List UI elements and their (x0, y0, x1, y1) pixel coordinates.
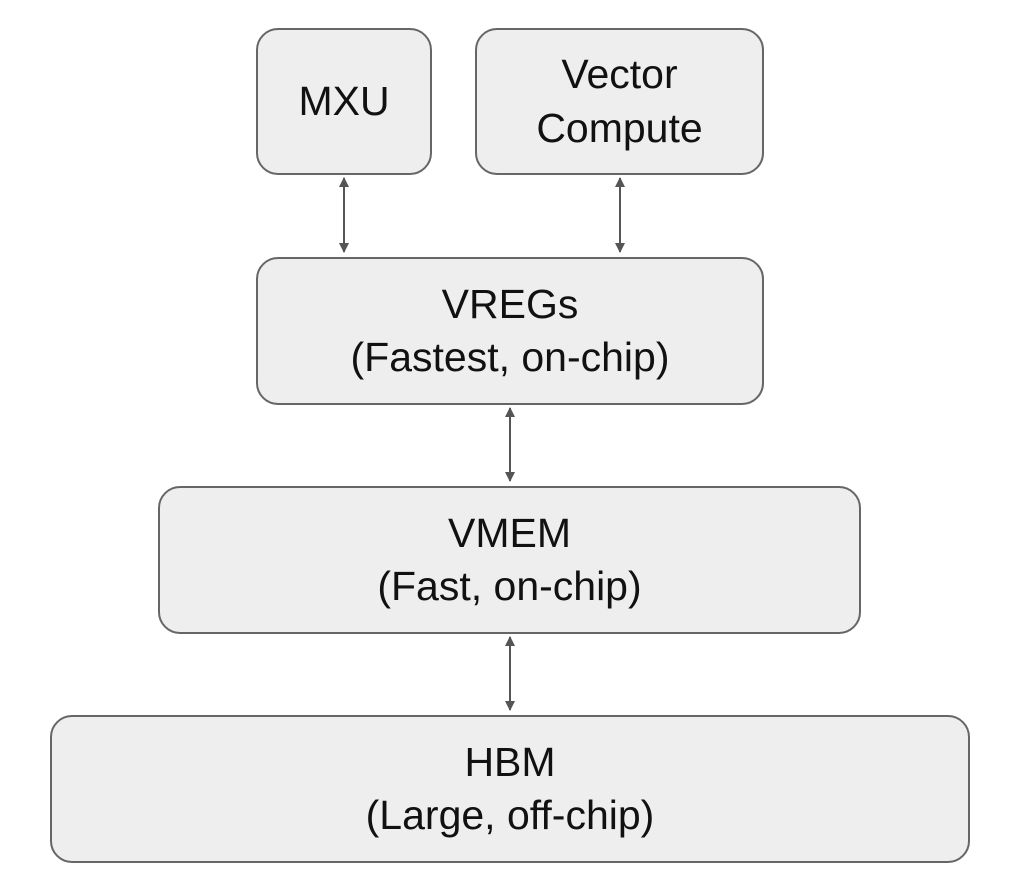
mxu-node: MXU (256, 28, 432, 175)
vregs-node: VREGs (Fastest, on-chip) (256, 257, 764, 405)
hbm-subtitle: (Large, off-chip) (365, 792, 655, 838)
vmem-title: VMEM (448, 509, 571, 556)
hbm-title: HBM (464, 738, 556, 785)
vector-compute-label-line1: Vector (561, 51, 678, 98)
vector-compute-label-line2: Compute (536, 104, 703, 151)
vector-compute-node: Vector Compute (475, 28, 764, 175)
vregs-title: VREGs (441, 280, 579, 327)
mxu-label: MXU (298, 77, 390, 124)
hbm-node: HBM (Large, off-chip) (50, 715, 970, 863)
vmem-subtitle: (Fast, on-chip) (377, 563, 642, 609)
vmem-node: VMEM (Fast, on-chip) (158, 486, 861, 634)
vregs-subtitle: (Fastest, on-chip) (350, 334, 670, 380)
